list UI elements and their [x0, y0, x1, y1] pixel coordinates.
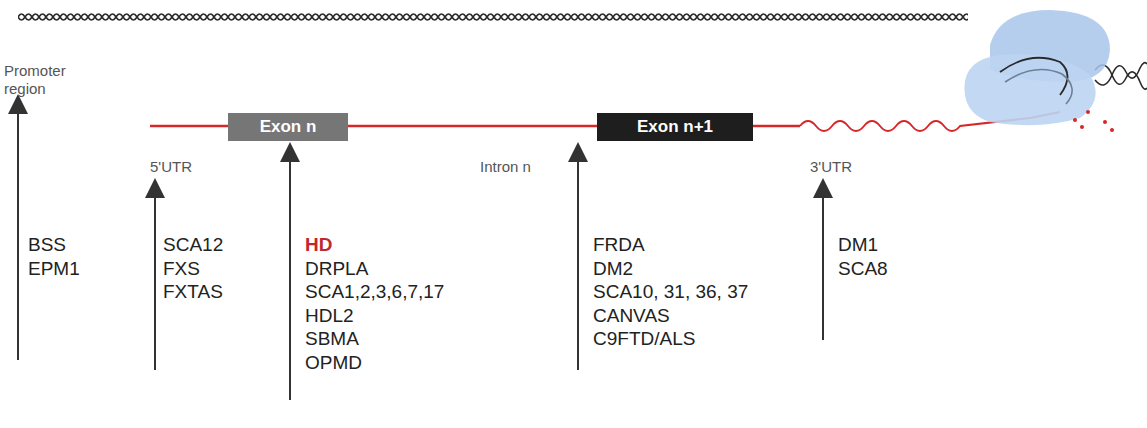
disease-name: DM2: [593, 257, 633, 280]
disease-name: BSS: [28, 233, 66, 256]
region-arrow: [17, 104, 19, 360]
disease-name: HD: [305, 233, 332, 256]
region-arrow: [822, 188, 824, 340]
disease-name: FRDA: [593, 233, 645, 256]
disease-name: SCA12: [163, 233, 223, 256]
disease-name: SCA1,2,3,6,7,17: [305, 280, 444, 303]
exon-label: Exon n: [260, 117, 317, 137]
region-arrow: [577, 152, 579, 370]
exon-box: Exon n: [228, 113, 348, 141]
region-label: 5'UTR: [150, 158, 192, 176]
disease-name: FXTAS: [163, 280, 223, 303]
disease-name: OPMD: [305, 351, 362, 374]
disease-name: C9FTD/ALS: [593, 327, 695, 350]
exon-label: Exon n+1: [637, 117, 713, 137]
disease-name: DM1: [838, 233, 878, 256]
dna-helix: [18, 10, 968, 24]
disease-name: FXS: [163, 257, 200, 280]
dna-in-ribosome: [1000, 58, 1068, 95]
dna-in-ribosome: [1005, 70, 1072, 105]
disease-name: SCA8: [838, 257, 888, 280]
disease-name: HDL2: [305, 304, 354, 327]
disease-name: SCA10, 31, 36, 37: [593, 280, 748, 303]
ribosome-small: [964, 54, 1095, 125]
disease-name: DRPLA: [305, 257, 368, 280]
region-label: Promoter region: [4, 62, 76, 98]
region-arrow: [154, 188, 156, 370]
disease-name: CANVAS: [593, 304, 670, 327]
exon-box: Exon n+1: [597, 113, 753, 141]
disease-name: SBMA: [305, 327, 359, 350]
region-label: Intron n: [480, 158, 531, 176]
disease-name: EPM1: [28, 257, 80, 280]
region-arrow: [289, 152, 291, 400]
region-label: 3'UTR: [810, 158, 852, 176]
